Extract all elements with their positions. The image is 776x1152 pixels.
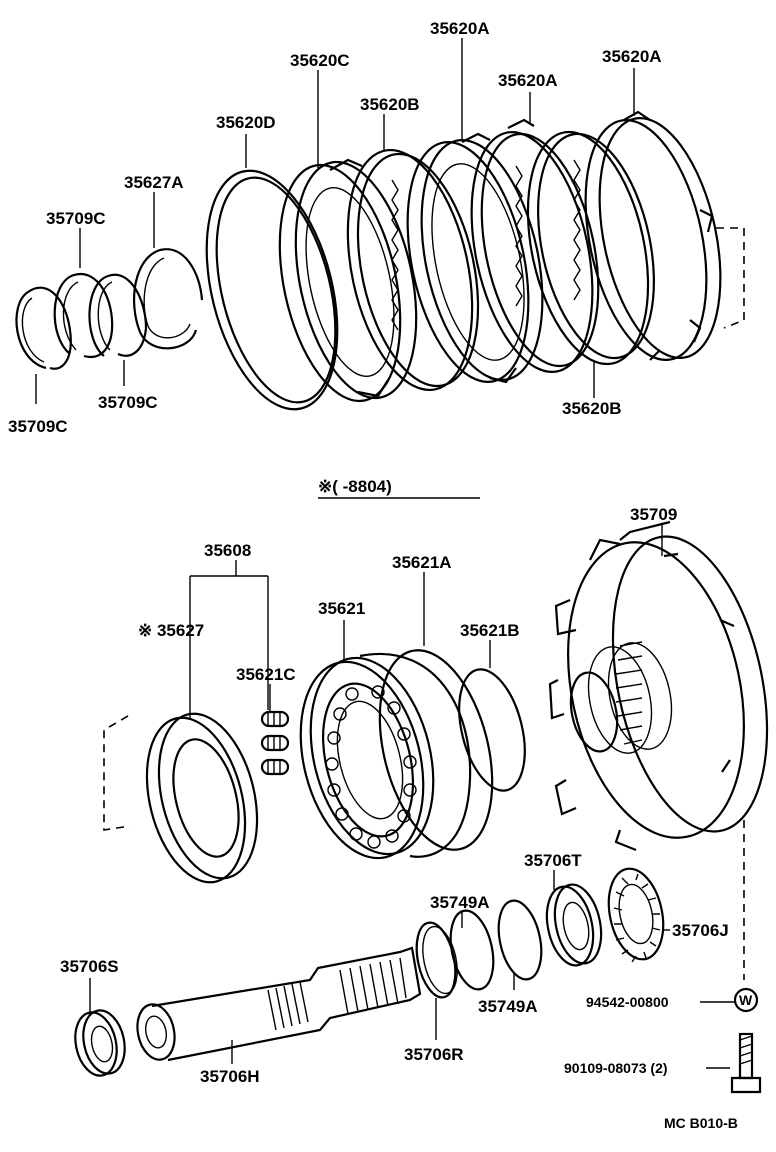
- label-35706r: 35706R: [404, 1045, 464, 1064]
- label-35709c-c: 35709C: [8, 417, 68, 436]
- label-35620d: 35620D: [216, 113, 276, 132]
- springs-35621c: [260, 710, 290, 776]
- bracket-35608: [189, 560, 269, 720]
- label-90109-08073: 90109-08073 (2): [564, 1060, 668, 1076]
- label-35706t: 35706T: [524, 851, 582, 870]
- clutch-disc-35620b-front: [346, 148, 480, 392]
- clutch-disc-35620b-rear: [526, 130, 655, 366]
- washer-94542-icon: [733, 987, 759, 1013]
- snap-ring-35627a: [133, 248, 204, 350]
- snap-ring-35709c-3: [88, 273, 148, 357]
- label-35706s: 35706S: [60, 957, 119, 976]
- seal-ring-35627: [145, 712, 259, 884]
- label-35709: 35709: [630, 505, 677, 524]
- clutch-plate-35620a-1: [406, 132, 544, 384]
- bearing-race-35706t: [545, 883, 603, 967]
- clutch-drum-35709: [548, 520, 769, 852]
- date-note: ※( -8804): [318, 477, 392, 496]
- label-35620a-top: 35620A: [430, 19, 490, 38]
- figure-code: MC B010-B: [664, 1115, 738, 1131]
- leader-lines-top: [35, 38, 635, 404]
- label-94542-00800: 94542-00800: [586, 994, 669, 1010]
- clutch-plate-35620a-2: [470, 118, 600, 374]
- label-35608: 35608: [204, 541, 251, 560]
- label-35627a: 35627A: [124, 173, 184, 192]
- label-35706j: 35706J: [672, 921, 729, 940]
- dashed-link-bottom-left: [103, 715, 131, 831]
- snap-ring-35706r: [415, 921, 458, 999]
- washer-mark: W: [739, 992, 753, 1008]
- label-35621b: 35621B: [460, 621, 520, 640]
- label-35620c: 35620C: [290, 51, 350, 70]
- label-35706h: 35706H: [200, 1067, 260, 1086]
- label-35709c-b: 35709C: [98, 393, 158, 412]
- washer-35706s: [74, 1009, 126, 1077]
- snap-ring-35709c-1: [15, 286, 72, 370]
- clutch-plate-35620a-3: [584, 110, 722, 362]
- retaining-ring-35620d: [205, 169, 339, 411]
- input-shaft-35706h: [136, 946, 422, 1062]
- clutch-plate-35620c: [278, 158, 418, 403]
- dashed-link-top: [716, 227, 745, 329]
- bolt-90109-icon: [730, 1032, 762, 1094]
- label-35621a: 35621A: [392, 553, 452, 572]
- o-ring-35621a: [378, 649, 494, 851]
- seal-ring-35749a-2: [497, 899, 543, 981]
- snap-ring-35709c-2: [53, 272, 114, 359]
- label-35620a-right: 35620A: [602, 47, 662, 66]
- thrust-bearing-35706j: [607, 867, 665, 963]
- piston-35621: [299, 653, 472, 860]
- label-35709c-a: 35709C: [46, 209, 106, 228]
- o-ring-35621b: [458, 668, 526, 792]
- label-35621: 35621: [318, 599, 365, 618]
- label-35749a-bottom: 35749A: [478, 997, 538, 1016]
- label-35620a-mid: 35620A: [498, 71, 558, 90]
- label-35627: ※ 35627: [138, 621, 204, 640]
- label-35749a-top: 35749A: [430, 893, 490, 912]
- label-35620b-bottom: 35620B: [562, 399, 622, 418]
- label-35620b-top: 35620B: [360, 95, 420, 114]
- leader-lines-bottom: [89, 524, 734, 1069]
- label-35621c: 35621C: [236, 665, 296, 684]
